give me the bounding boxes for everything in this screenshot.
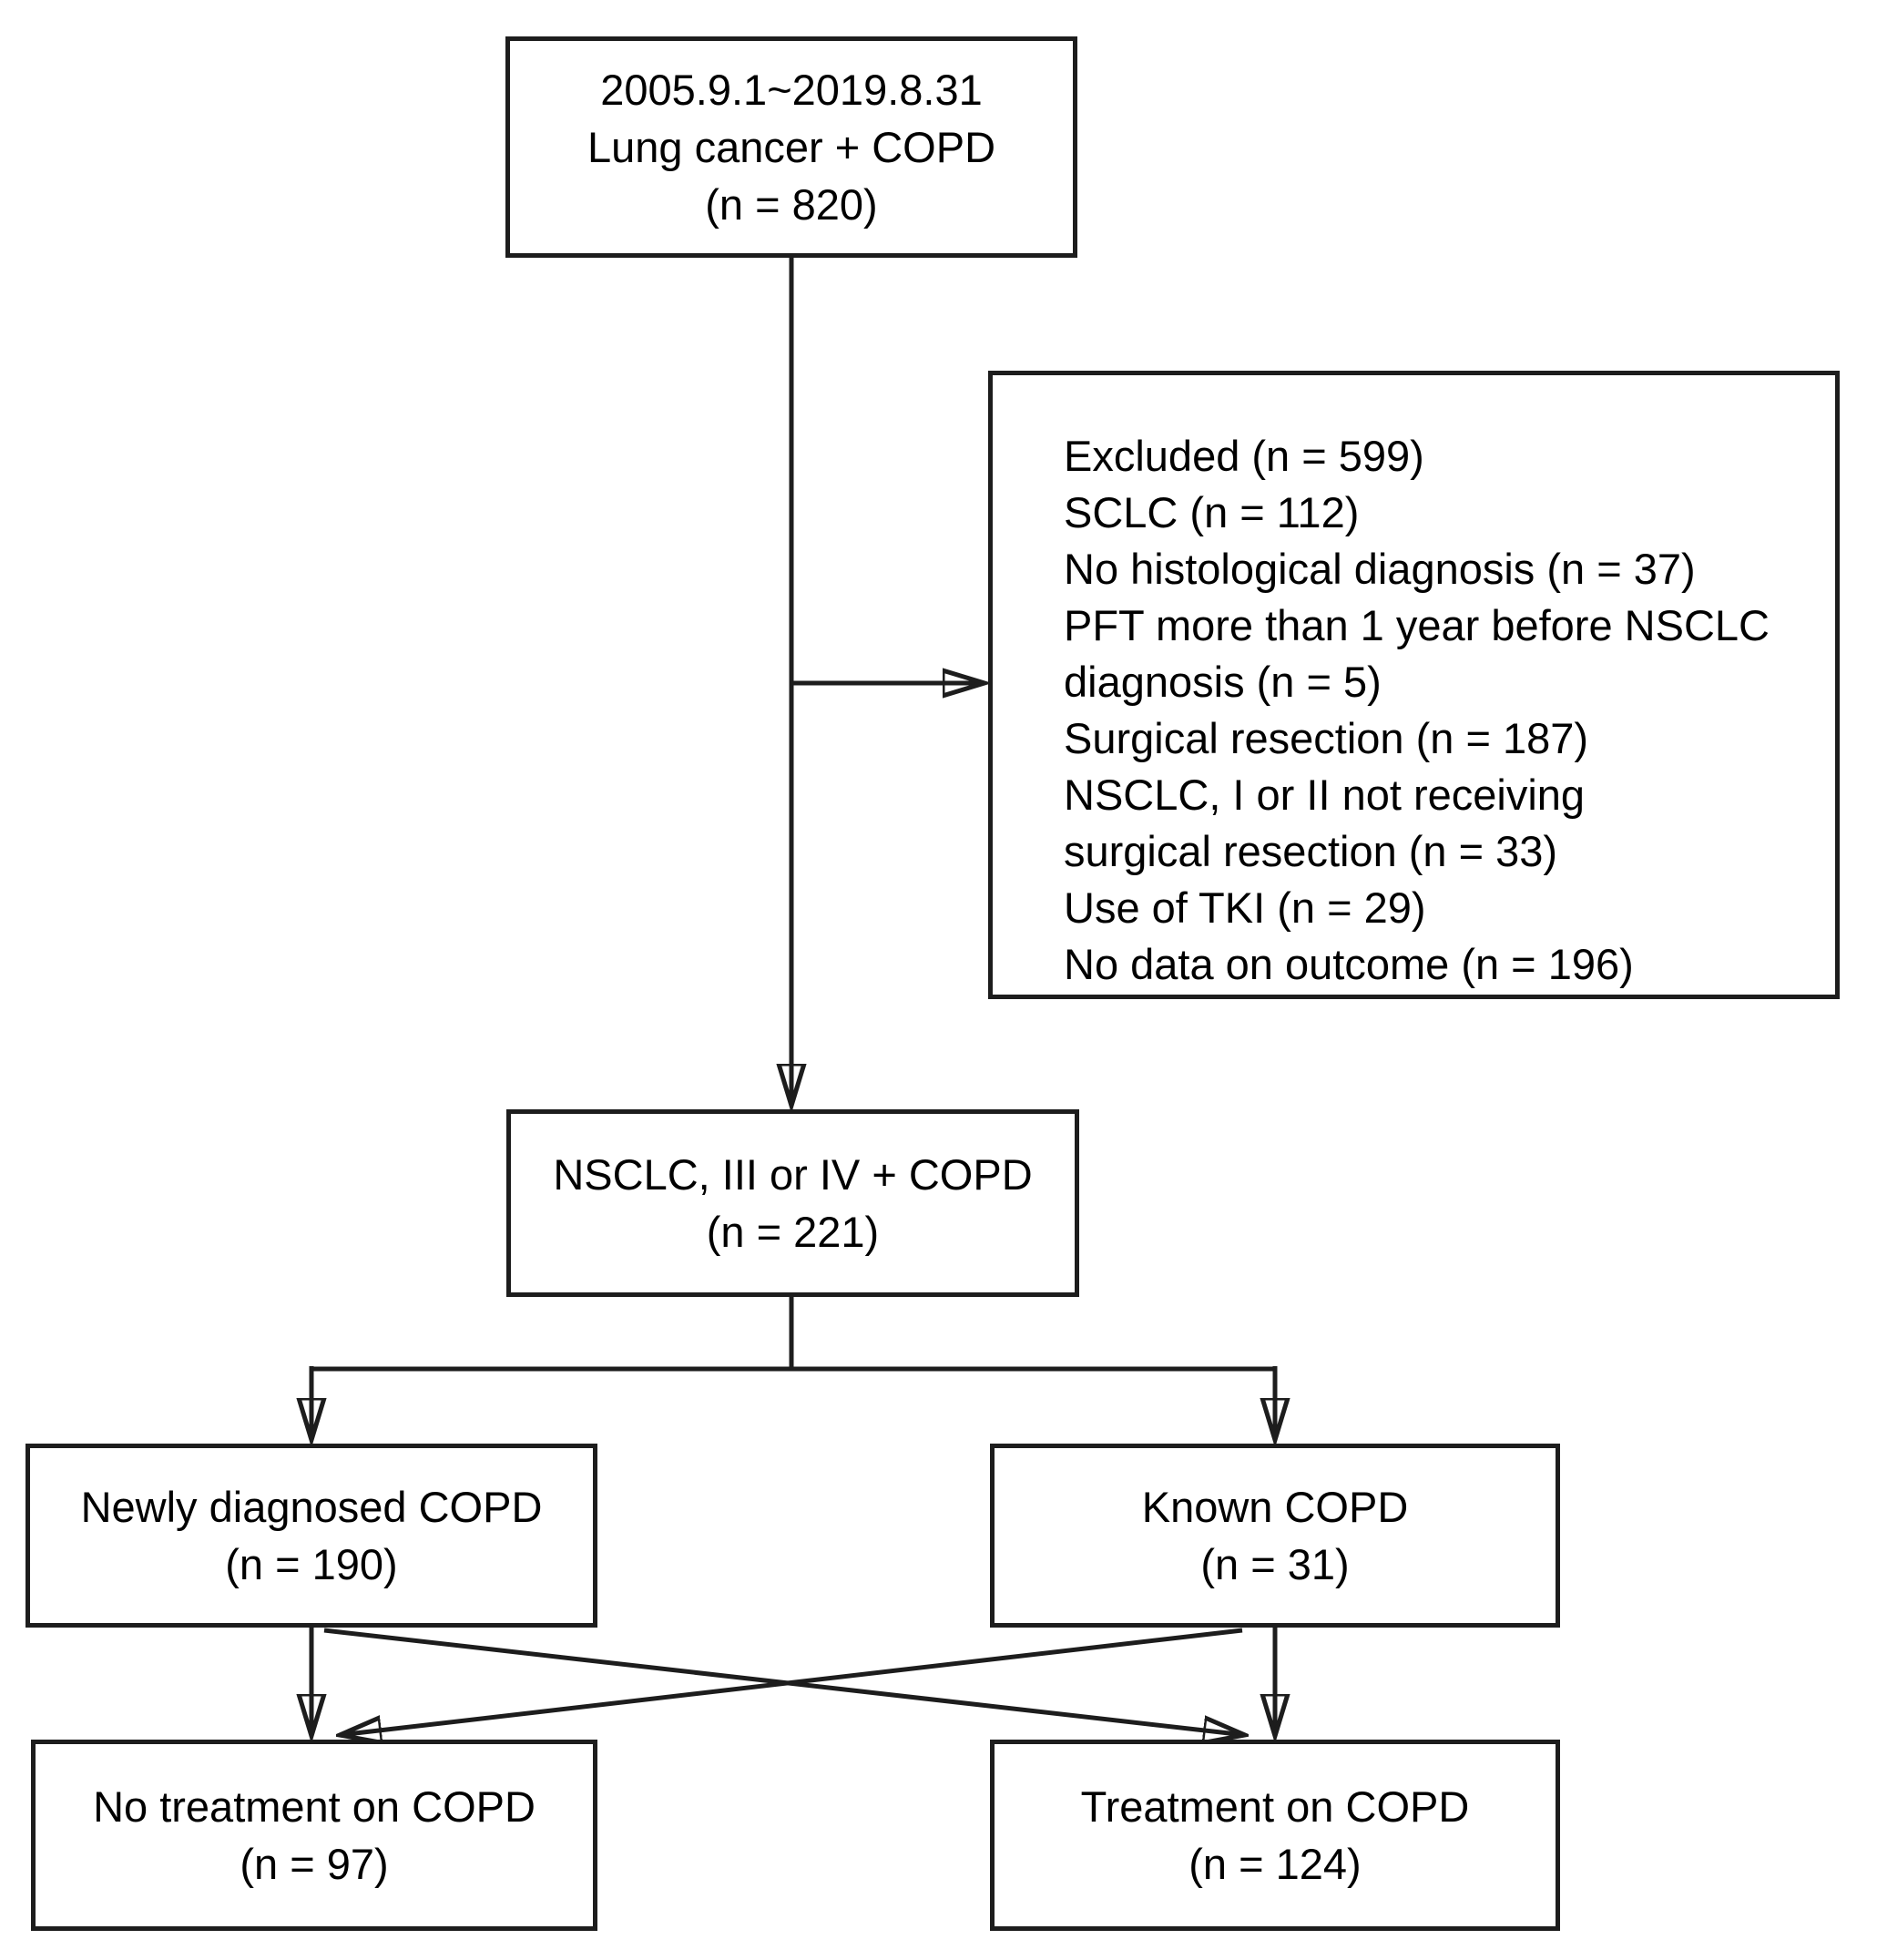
node-line: diagnosis (n = 5) <box>1064 658 1382 706</box>
node-line: surgical resection (n = 33) <box>1064 827 1558 875</box>
connector-known-to-no-treatment-cross <box>340 1628 1243 1735</box>
node-initial-cohort: 2005.9.1~2019.8.31 Lung cancer + COPD (n… <box>505 36 1077 258</box>
node-line: PFT more than 1 year before NSCLC <box>1064 601 1770 649</box>
node-line: (n = 97) <box>240 1840 389 1888</box>
node-line: (n = 221) <box>706 1208 880 1256</box>
node-treatment-copd: Treatment on COPD (n = 124) <box>990 1740 1560 1931</box>
node-line: Newly diagnosed COPD <box>80 1483 543 1531</box>
node-line: No treatment on COPD <box>93 1782 536 1831</box>
node-line: Surgical resection (n = 187) <box>1064 714 1589 762</box>
node-line: (n = 190) <box>225 1540 398 1588</box>
node-line: SCLC (n = 112) <box>1064 488 1360 536</box>
node-line: NSCLC, I or II not receiving <box>1064 771 1586 819</box>
node-line: (n = 820) <box>705 180 878 229</box>
node-line: Excluded (n = 599) <box>1064 432 1424 480</box>
node-line: NSCLC, III or IV + COPD <box>553 1150 1033 1199</box>
node-newly-diagnosed-copd: Newly diagnosed COPD (n = 190) <box>26 1444 597 1628</box>
node-line: No histological diagnosis (n = 37) <box>1064 545 1696 593</box>
node-line: Treatment on COPD <box>1080 1782 1470 1831</box>
node-line: (n = 31) <box>1200 1540 1350 1588</box>
node-line: 2005.9.1~2019.8.31 <box>600 66 983 114</box>
node-line: Use of TKI (n = 29) <box>1064 883 1426 932</box>
node-line: (n = 124) <box>1188 1840 1362 1888</box>
node-line: Lung cancer + COPD <box>587 123 996 171</box>
node-excluded: Excluded (n = 599) SCLC (n = 112) No his… <box>988 371 1840 999</box>
node-line: No data on outcome (n = 196) <box>1064 940 1634 988</box>
node-line: Known COPD <box>1141 1483 1409 1531</box>
node-no-treatment-copd: No treatment on COPD (n = 97) <box>31 1740 597 1931</box>
node-nsclc-stage-3-4: NSCLC, III or IV + COPD (n = 221) <box>506 1109 1079 1297</box>
node-known-copd: Known COPD (n = 31) <box>990 1444 1560 1628</box>
